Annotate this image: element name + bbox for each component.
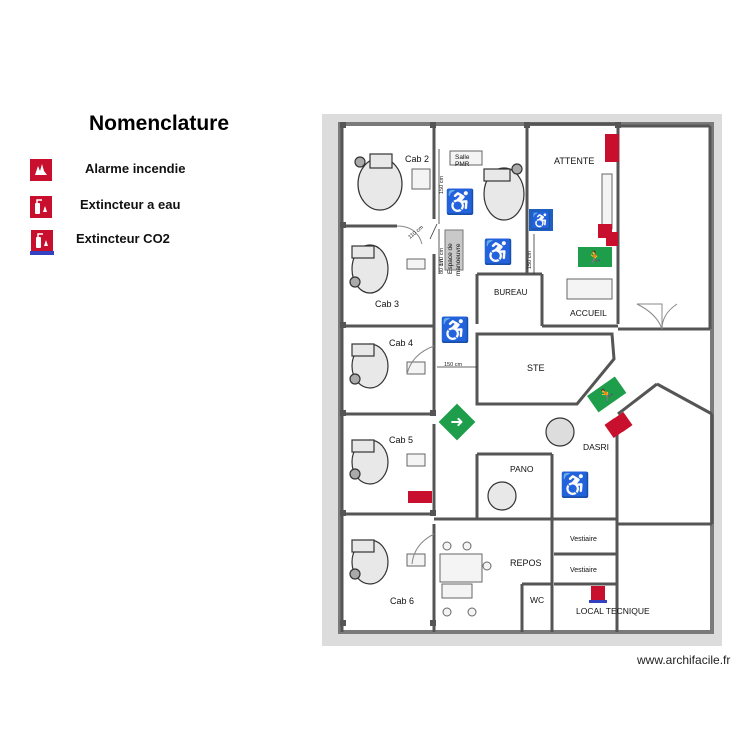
emergency-exit-icon: 🏃 — [578, 247, 612, 267]
dimension-label: 80 cm — [439, 259, 445, 274]
pmr-sign-icon: ♿ — [529, 209, 553, 231]
room-label-cab3: Cab 3 — [375, 299, 399, 309]
legend-item-co2-extinguisher: Extincteur CO2 — [30, 229, 170, 255]
legend-item-water-extinguisher: Extincteur a eau — [30, 195, 180, 219]
wheelchair-icon: ♿ — [558, 467, 592, 501]
room-label-accueil: ACCUEIL — [570, 308, 607, 318]
wheelchair-icon: ♿ — [438, 312, 472, 346]
dimension-label: 150 cm — [527, 251, 533, 269]
maneuver-space — [444, 229, 464, 271]
maneuver-label-1: Espace de — [447, 243, 454, 274]
room-label-local-technique: LOCAL TECNIQUE — [576, 606, 650, 616]
room-label-pano: PANO — [510, 464, 534, 474]
fire-alarm-icon — [605, 134, 619, 148]
exit-arrow-icon: ➜ — [438, 403, 476, 441]
fire-alarm-icon — [605, 148, 619, 162]
dental-chair-icon — [483, 163, 525, 221]
svg-text:➜: ➜ — [450, 414, 463, 431]
dental-chair-icon — [349, 343, 389, 389]
walls — [340, 122, 714, 632]
wheelchair-icon: ♿ — [443, 184, 477, 218]
dental-chairs — [349, 153, 575, 585]
svg-text:🏃: 🏃 — [587, 250, 603, 265]
fire-equipment — [408, 134, 633, 603]
legend-label: Extincteur a eau — [80, 197, 181, 212]
fire-alarm-icon — [30, 159, 52, 181]
svg-text:♿: ♿ — [440, 316, 470, 344]
room-label-pmr: PMR — [455, 161, 470, 168]
pano-machine-icon — [487, 481, 517, 511]
fire-alarm-icon — [420, 491, 432, 503]
svg-text:♿: ♿ — [560, 471, 590, 499]
fire-alarm-icon — [408, 491, 420, 503]
svg-text:♿: ♿ — [445, 188, 475, 216]
room-label-ste: STE — [527, 363, 545, 373]
co2-extinguisher-icon — [591, 586, 605, 600]
room-label-cab2: Cab 2 — [405, 154, 429, 164]
ste-room — [475, 332, 616, 406]
room-label-vestiaire-1: Vestiaire — [570, 536, 597, 543]
legend-label: Extincteur CO2 — [76, 231, 170, 246]
fire-alarm-icon — [606, 232, 618, 246]
room-label-wc: WC — [530, 595, 544, 605]
co2-extinguisher-bar — [589, 600, 607, 603]
room-label-vestiaire-2: Vestiaire — [570, 567, 597, 574]
room-label-dasri: DASRI — [583, 442, 609, 452]
room-label-attente: ATTENTE — [554, 156, 594, 166]
fire-alarm-icon — [604, 418, 624, 438]
exit-signs: 🏃 ➜ 🏃 — [438, 247, 627, 441]
emergency-exit-icon: 🏃 — [587, 376, 627, 413]
dimension-label: 150 cm — [444, 362, 462, 368]
svg-text:♿: ♿ — [531, 211, 551, 230]
dental-chair-icon — [349, 539, 389, 585]
watermark: www.archifacile.fr — [637, 653, 731, 667]
door-swings — [396, 225, 678, 565]
svg-text:♿: ♿ — [483, 238, 513, 266]
wall-posts — [340, 122, 621, 626]
legend-label: Alarme incendie — [85, 161, 186, 176]
wheelchair-icon: ♿ — [481, 234, 515, 268]
floor-plan: ♿ ♿ ♿ ♿ ♿ 🏃 ➜ 🏃 Cab 2 Cab 3 Cab 4 Cab 5 — [322, 114, 722, 646]
room-label-salle: Salle — [455, 154, 470, 161]
dental-chair-icon — [545, 417, 575, 447]
dental-chair-icon — [349, 439, 389, 485]
dimension-label: 170 cm — [439, 248, 445, 266]
furniture — [406, 150, 613, 617]
wheelchair-icons: ♿ ♿ ♿ ♿ ♿ — [438, 184, 592, 501]
water-extinguisher-icon — [30, 196, 52, 218]
dimension-label: 150 cm — [439, 176, 445, 194]
legend-title: Nomenclature — [89, 112, 230, 135]
room-label-cab5: Cab 5 — [389, 435, 413, 445]
fire-alarm-icon — [613, 412, 633, 432]
maneuver-label-2: manoeuvre — [455, 243, 462, 276]
co2-extinguisher-icon — [30, 230, 54, 255]
legend-item-fire-alarm: Alarme incendie — [30, 158, 185, 182]
room-label-repos: REPOS — [510, 558, 542, 568]
room-label-cab6: Cab 6 — [390, 596, 414, 606]
dental-chair-icon — [354, 153, 403, 211]
dental-chair-icon — [349, 244, 389, 294]
room-label-bureau: BUREAU — [494, 288, 528, 297]
dimension-lines — [429, 149, 535, 368]
room-label-cab4: Cab 4 — [389, 338, 413, 348]
